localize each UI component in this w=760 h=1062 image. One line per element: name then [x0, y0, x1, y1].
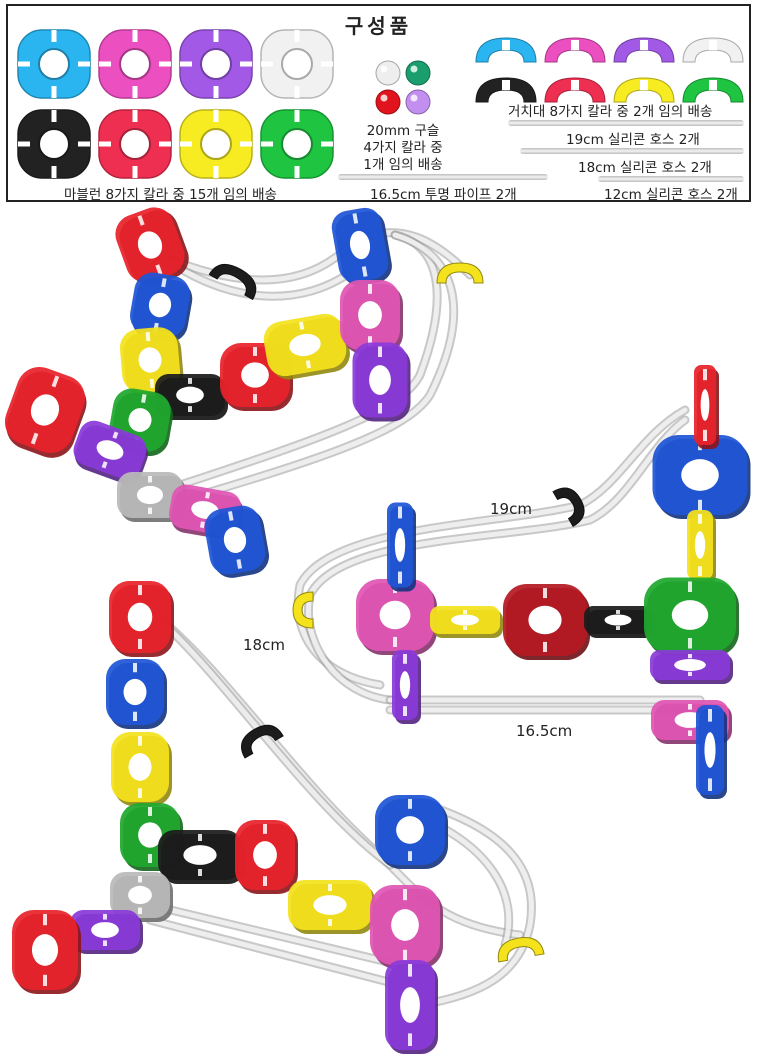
stand	[552, 487, 585, 528]
marble-run-illustration	[4, 207, 751, 1054]
chain-piece	[687, 510, 716, 584]
chain-piece	[356, 579, 437, 655]
stand-label: 거치대 8가지 칼라 중 2개 임의 배송	[508, 104, 713, 120]
chain-piece	[385, 960, 438, 1054]
hose-12cm-label: 12cm 실리콘 호스 2개	[604, 187, 738, 203]
tube	[145, 230, 442, 500]
chain-piece	[4, 366, 87, 458]
chain-piece	[109, 581, 174, 657]
stand	[436, 262, 484, 284]
stand-piece	[682, 37, 744, 63]
chain-piece	[204, 505, 270, 578]
chain-piece	[115, 207, 189, 286]
hose-12cm-line	[598, 176, 744, 182]
stand	[292, 591, 314, 629]
stand	[241, 724, 284, 759]
marble-run-label: 마블런 8가지 칼라 중 15개 임의 배송	[64, 187, 277, 203]
marble-ball	[405, 89, 431, 115]
chain-piece	[129, 272, 193, 342]
stand-piece	[475, 77, 537, 103]
chain-piece	[650, 650, 733, 684]
stand-piece	[613, 37, 675, 63]
chain-piece	[430, 606, 503, 638]
stand-piece	[544, 37, 606, 63]
marble-piece	[179, 29, 253, 99]
chain-piece	[387, 502, 416, 592]
chain-piece	[235, 820, 298, 894]
label-18cm: 18cm	[243, 636, 285, 654]
chain-piece	[263, 313, 350, 380]
chain-piece	[340, 280, 403, 354]
stand-piece	[475, 37, 537, 63]
chain-piece	[70, 910, 143, 954]
pipe-label: 16.5cm 투명 파이프 2개	[370, 187, 517, 203]
chain-piece	[503, 584, 590, 660]
chain-piece	[644, 577, 739, 657]
chain-piece	[119, 327, 184, 397]
chain-piece	[331, 207, 392, 286]
chain-piece	[696, 705, 727, 799]
marble-ball	[375, 60, 401, 86]
chain-piece	[352, 342, 411, 422]
hose-18cm-label: 18cm 실리콘 호스 2개	[578, 160, 712, 176]
chain-piece	[370, 885, 443, 969]
chain-piece	[111, 732, 172, 806]
marble-piece-grid	[17, 29, 334, 179]
chain-piece	[652, 435, 751, 519]
hose-19cm-line	[508, 120, 744, 126]
marble-ball	[375, 89, 401, 115]
pipe-line	[338, 174, 548, 180]
stand-piece	[613, 77, 675, 103]
marble-ball	[405, 60, 431, 86]
hose-19cm-label: 19cm 실리콘 호스 2개	[566, 132, 700, 148]
components-title: 구성품	[344, 14, 413, 38]
stand-group	[475, 37, 744, 103]
tube	[293, 405, 690, 690]
chain-piece	[584, 606, 655, 638]
chain-piece	[288, 880, 375, 934]
tube	[145, 900, 405, 970]
marble-piece	[17, 109, 91, 179]
stand	[208, 263, 257, 301]
marble-piece	[98, 29, 172, 99]
chain-piece	[694, 365, 719, 449]
marble-piece	[98, 109, 172, 179]
marble-piece	[260, 109, 334, 179]
ball-label-3: 1개 임의 배송	[363, 157, 443, 173]
tube	[145, 915, 405, 990]
stand-piece	[682, 77, 744, 103]
chain-piece	[106, 659, 167, 729]
ball-label-1: 20mm 구슬	[366, 123, 440, 139]
hose-18cm-line	[520, 148, 744, 154]
components-panel: 구성품 20mm 구슬 4가지 칼라 중 1개 임의 배송 거치대 8가지 칼라…	[6, 4, 751, 203]
tube	[304, 415, 690, 705]
stand-piece	[544, 77, 606, 103]
label-19cm: 19cm	[490, 500, 532, 518]
marble-piece	[260, 29, 334, 99]
stand	[497, 937, 545, 963]
tube	[405, 795, 536, 1010]
chain-piece	[375, 795, 448, 869]
label-16-5cm: 16.5cm	[516, 722, 573, 740]
marble-piece	[179, 109, 253, 179]
chain-piece	[12, 910, 81, 994]
chain-piece	[155, 374, 228, 420]
ball-label-2: 4가지 칼라 중	[363, 140, 443, 156]
chain-piece	[392, 650, 421, 724]
chain-piece	[73, 420, 148, 485]
tube	[160, 620, 395, 870]
marble-piece	[17, 29, 91, 99]
chain-piece	[158, 830, 245, 884]
ball-group	[375, 60, 431, 115]
